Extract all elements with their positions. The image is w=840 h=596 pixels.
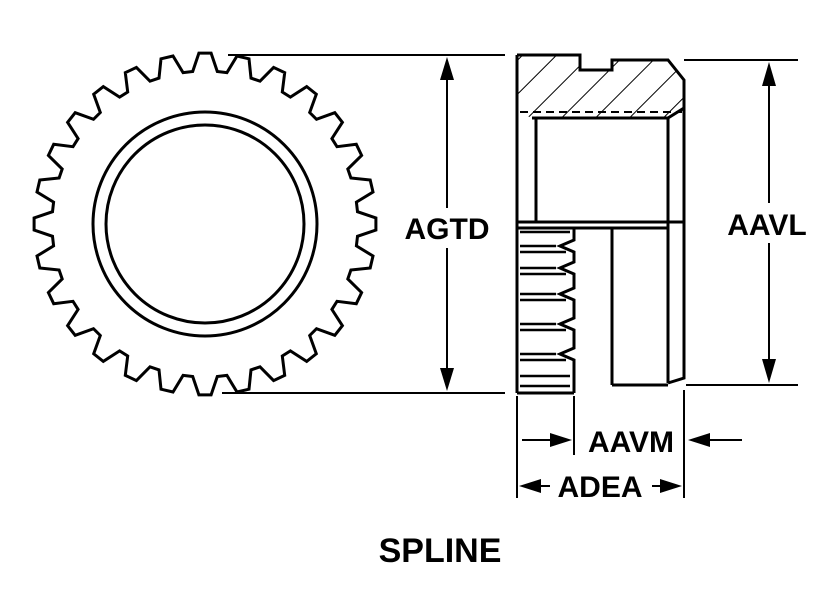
spline-teeth-lines (520, 230, 570, 388)
section-outline (517, 53, 686, 120)
dimension-aavl: AAVL (684, 59, 822, 386)
aavl-arrow-down-icon (762, 359, 776, 383)
adea-label: ADEA (557, 471, 642, 504)
aavl-arrow-up-icon (762, 62, 776, 86)
adea-arrow-right-icon (660, 479, 682, 493)
body-chamfer-bottom (667, 108, 686, 385)
dimension-agtd: AGTD (222, 54, 505, 394)
spline-gear-outline (32, 51, 378, 397)
spline-bore-outer-ring (91, 110, 319, 338)
adea-arrow-left-icon (519, 479, 541, 493)
dimension-adea: ADEA (519, 471, 682, 504)
diagram-title: SPLINE (379, 532, 502, 570)
dimension-aavm: AAVM (516, 390, 742, 498)
aavl-label: AAVL (727, 209, 806, 242)
spline-bore-inner-ring (104, 123, 306, 325)
spline-side-view (515, 53, 686, 395)
spline-teeth-profile (517, 226, 576, 393)
agtd-arrow-up-icon (440, 57, 454, 80)
agtd-arrow-down-icon (440, 368, 454, 391)
spline-front-view (32, 51, 378, 397)
aavm-label: AAVM (588, 426, 674, 459)
agtd-label: AGTD (405, 213, 490, 246)
aavm-arrow-left-icon (688, 433, 710, 447)
aavm-arrow-right-icon (550, 433, 572, 447)
